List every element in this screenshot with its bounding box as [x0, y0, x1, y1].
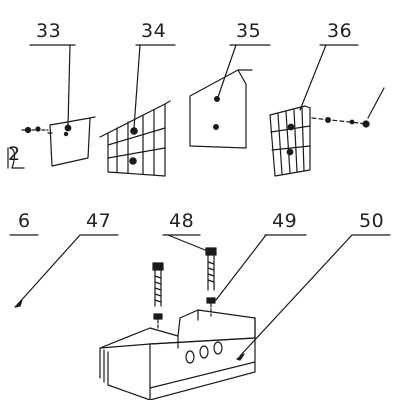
callout-50: 50: [359, 210, 385, 232]
callout-48: 48: [169, 210, 195, 232]
callout-34: 34: [141, 20, 167, 42]
part-48-bolt: [167, 234, 217, 317]
part-50-bracket: [99, 234, 353, 400]
part-49-leader: [215, 234, 267, 301]
callout-47: 47: [86, 210, 112, 232]
bolt-left: [152, 262, 164, 331]
part-35-plate: [189, 44, 253, 149]
part-2-fragment: [7, 126, 49, 169]
callout-36: 36: [327, 20, 353, 42]
callout-35: 35: [236, 20, 262, 42]
callout-33: 33: [36, 20, 62, 42]
part-47-leader: [14, 234, 81, 308]
callout-49: 49: [272, 210, 298, 232]
part-34-grid-frame: [99, 44, 171, 177]
callout-46-fragment: 6: [18, 210, 31, 232]
part-36-panel: [269, 44, 385, 177]
part-33-plate: [47, 44, 96, 167]
